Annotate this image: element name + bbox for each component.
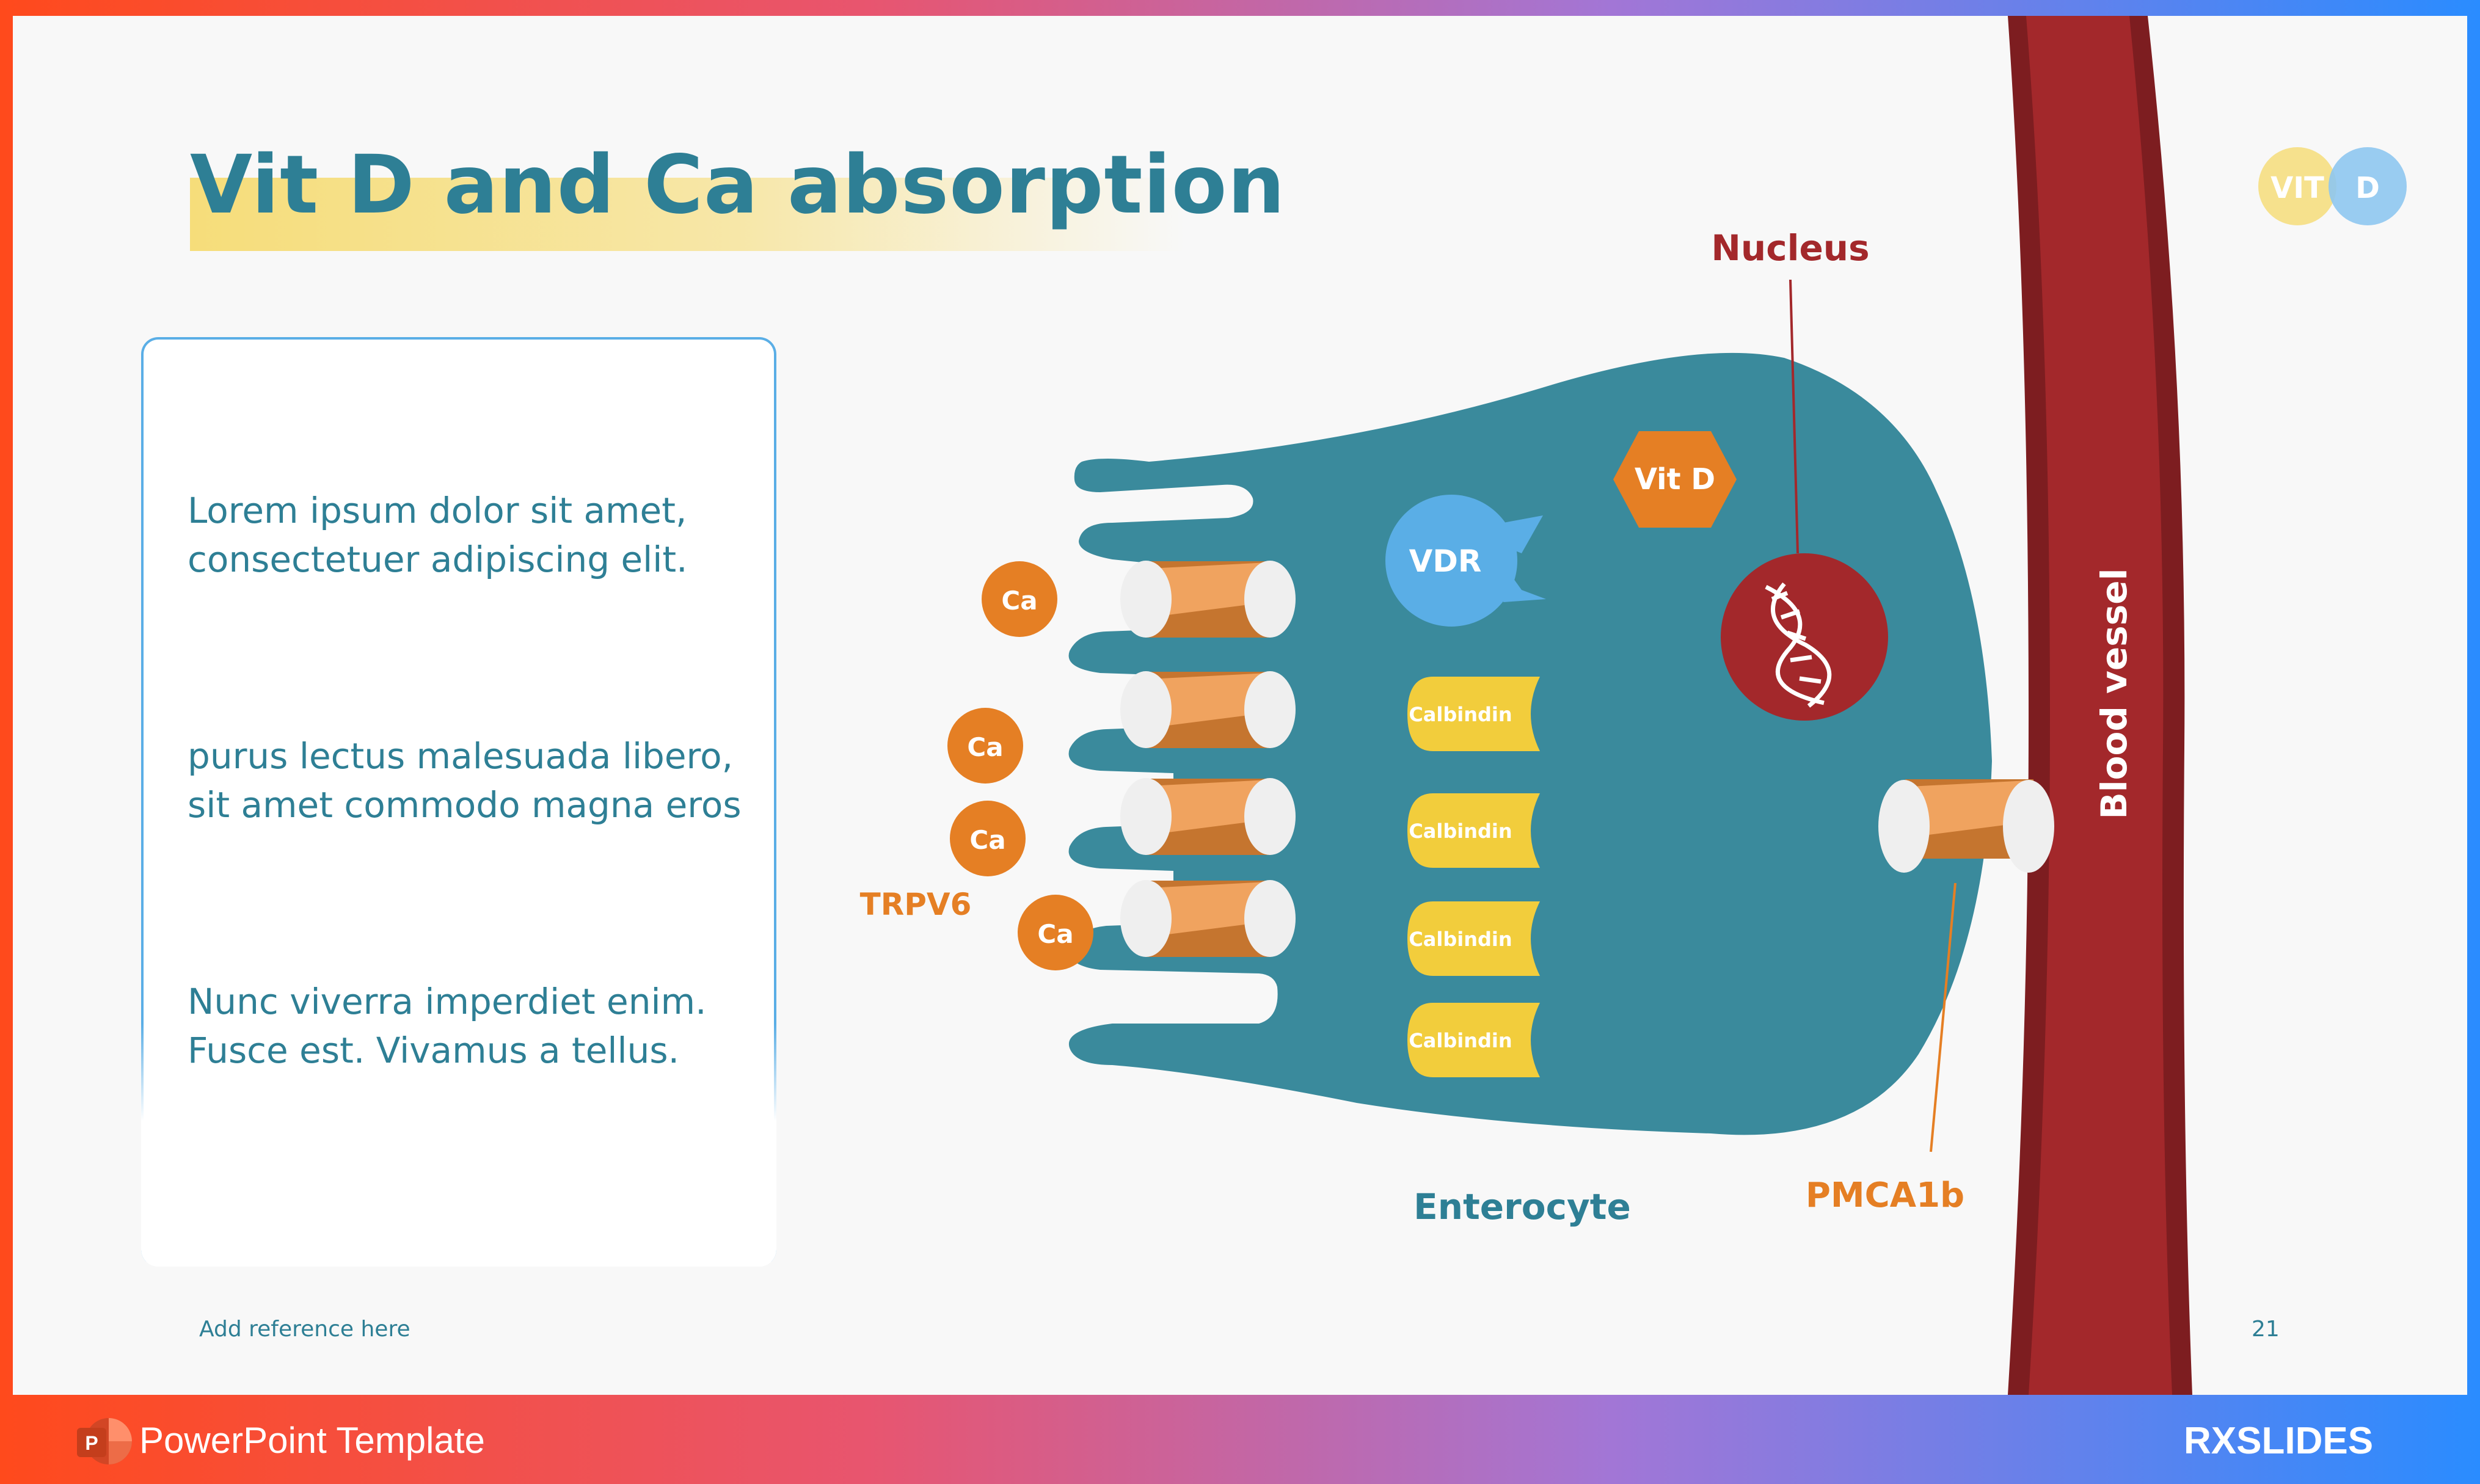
trpv6-channel-3 [1120, 778, 1296, 855]
page-number: 21 [2252, 1317, 2280, 1342]
calbindin-3: Calbindin [1407, 901, 1540, 976]
calbindin-1: Calbindin [1407, 677, 1540, 751]
svg-text:Ca: Ca [1037, 919, 1073, 949]
ca-ion-4: Ca [1018, 895, 1093, 970]
svg-text:P: P [85, 1432, 98, 1454]
svg-text:Calbindin: Calbindin [1409, 820, 1512, 843]
trpv6-label: TRPV6 [860, 887, 972, 922]
svg-text:Calbindin: Calbindin [1409, 1029, 1512, 1052]
nucleus [1721, 279, 1888, 721]
ca-ion-2: Ca [947, 708, 1023, 784]
footer-template-label: PowerPoint Template [139, 1420, 485, 1461]
slide-title: Vit D and Ca absorption [190, 138, 1286, 232]
text-card-fade [141, 1024, 776, 1267]
svg-text:Ca: Ca [1001, 586, 1037, 616]
trpv6-channel-1 [1120, 561, 1296, 638]
svg-text:VDR: VDR [1409, 544, 1482, 579]
ca-ion-1: Ca [982, 561, 1057, 637]
absorption-diagram: Blood vessel [860, 16, 2407, 1395]
vdr-receptor: VDR [1385, 495, 1546, 627]
vit-d-molecule: Vit D [1613, 431, 1737, 528]
paragraph-1: Lorem ipsum dolor sit amet, consectetuer… [188, 490, 688, 580]
svg-text:Calbindin: Calbindin [1409, 703, 1512, 726]
paragraph-2: purus lectus malesuada libero, sit amet … [188, 735, 742, 826]
reference-text: Add reference here [199, 1317, 410, 1342]
svg-text:RXSLIDES: RXSLIDES [2184, 1420, 2373, 1462]
calbindin-4: Calbindin [1407, 1003, 1540, 1077]
svg-text:VIT: VIT [2270, 171, 2324, 205]
calbindin-2: Calbindin [1407, 793, 1540, 868]
svg-text:D: D [2355, 171, 2380, 205]
footer-bar: P PowerPoint Template RXSLIDES [0, 1395, 2480, 1484]
svg-text:Ca: Ca [969, 825, 1005, 855]
paragraph-3: Nunc viverra imperdiet enim. Fusce est. … [188, 981, 707, 1071]
blood-vessel: Blood vessel [2008, 16, 2192, 1395]
dna-icon [1765, 582, 1832, 708]
slide: Vit D and Ca absorption Lorem ipsum dolo… [13, 16, 2467, 1395]
trpv6-channel-4 [1120, 880, 1296, 957]
svg-text:Ca: Ca [967, 732, 1003, 762]
vit-d-logo: VIT D [2258, 147, 2407, 225]
enterocyte-label: Enterocyte [1413, 1186, 1631, 1228]
pmca1b-pump [1878, 779, 2054, 1152]
brand-logo: RXSLIDES [2184, 1411, 2416, 1474]
powerpoint-icon: P [73, 1411, 134, 1474]
svg-text:Calbindin: Calbindin [1409, 928, 1512, 951]
blood-vessel-label: Blood vessel [2093, 569, 2135, 820]
svg-text:Vit D: Vit D [1635, 462, 1715, 496]
trpv6-channel-2 [1120, 671, 1296, 748]
nucleus-label: Nucleus [1711, 227, 1869, 269]
ca-ion-3: Ca [950, 801, 1026, 876]
title-highlight [190, 178, 1186, 251]
pmca1b-label: PMCA1b [1806, 1176, 1964, 1215]
